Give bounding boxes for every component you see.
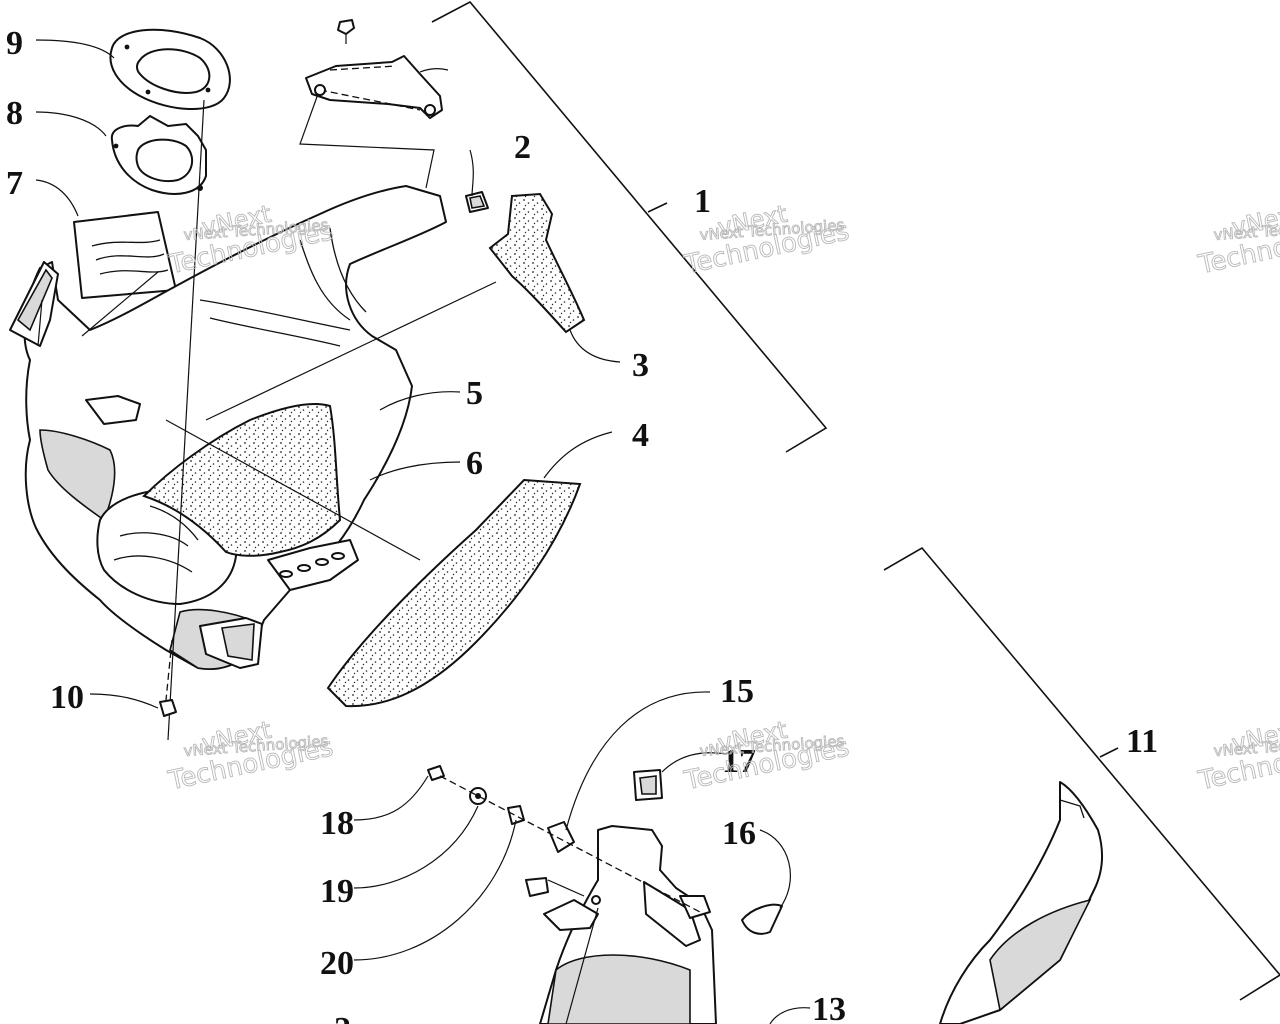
mounting-plate-part: [110, 115, 207, 195]
callout-20: 20: [320, 945, 354, 982]
foam-block-part-3: [488, 192, 586, 334]
side-panel-part: [539, 825, 717, 1024]
callout-4: 4: [632, 417, 649, 454]
bracket-assembly-11: [883, 546, 1280, 1001]
callout-2-lower: 2: [334, 1011, 351, 1024]
bracket-assembly-1: [431, 0, 828, 453]
foam-strip-part-4: [326, 478, 582, 708]
callout-6: 6: [466, 445, 483, 482]
callout-16: 16: [722, 815, 756, 852]
leader-lines: [35, 39, 811, 1024]
callout-9: 9: [6, 25, 23, 62]
hardware-parts: [427, 765, 783, 935]
callout-11: 11: [1126, 723, 1158, 760]
callout-8: 8: [6, 95, 23, 132]
callout-15: 15: [720, 673, 754, 710]
callout-2: 2: [514, 129, 531, 166]
side-panel-part-11: [939, 781, 1104, 1024]
decal-sheet-part: [73, 211, 177, 299]
gasket-ring-part: [109, 28, 231, 110]
callout-3: 3: [632, 347, 649, 384]
push-pin-part-10: [159, 99, 205, 741]
hood-hinge-part: [299, 19, 449, 189]
callout-17: 17: [722, 743, 756, 780]
clip-part-2: [465, 191, 489, 213]
callout-19: 19: [320, 873, 354, 910]
callout-5: 5: [466, 375, 483, 412]
callout-7: 7: [6, 165, 23, 202]
callout-1: 1: [694, 183, 711, 220]
callout-labels: 1 2 3 4 5 6 7 8 9 10 11 13 15 16 17 18 1…: [6, 25, 1158, 1024]
foam-pad-part-5: [142, 403, 342, 557]
callout-18: 18: [320, 805, 354, 842]
callout-13: 13: [812, 991, 846, 1024]
callout-10: 10: [50, 679, 84, 716]
